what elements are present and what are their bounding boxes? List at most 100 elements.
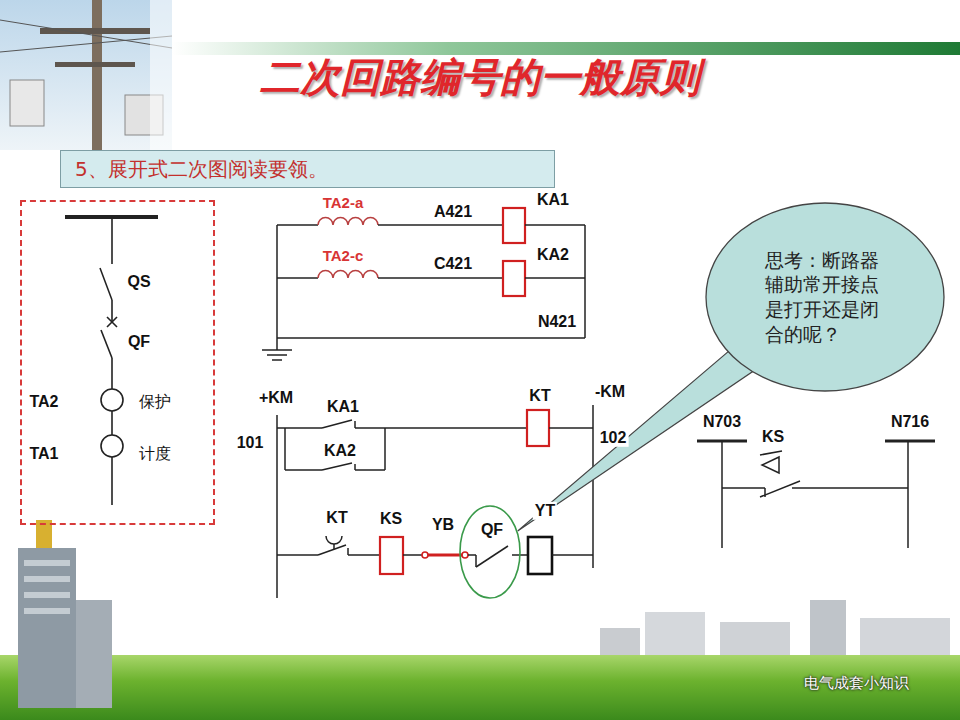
contact-label: KA2 [322,442,358,460]
footer-scenery-part [24,592,70,598]
header-photo-part [55,62,135,67]
control-circuit-part [355,427,527,429]
highlight-circle: QF [459,505,521,599]
primary-circuit-part [107,317,117,327]
device-label: TA2 [29,393,58,411]
control-circuit-part [322,420,352,428]
device-label: TA1 [29,445,58,463]
header-photo-part [92,0,102,150]
primary-circuit-part [111,300,113,322]
control-circuit-part [355,469,385,471]
header-photo-part [150,0,172,150]
footer-scenery-part [24,560,70,566]
callout-tail [518,342,760,531]
control-circuit-part [276,415,278,598]
control-circuit-part [285,469,322,471]
primary-circuit-part [100,268,112,300]
ct-label: TA2-a [321,194,366,211]
control-circuit-part [326,536,342,544]
contact-label: KA1 [325,398,361,416]
current-circuit-part [525,224,585,226]
watermark: 电气成套小知识 [802,675,911,692]
wire-number: 102 [598,429,629,447]
current-circuit-part [276,225,278,350]
footer-scenery-part [76,600,112,708]
control-circuit-part [528,537,552,574]
control-circuit-part [277,427,322,429]
current-circuit-part [262,349,292,351]
header-band [172,42,960,55]
current-circuit-part [318,218,378,225]
footer-scenery-part [18,548,76,708]
header-photo-part [0,0,172,150]
highlight-ellipse [459,505,521,599]
device-label: QF [128,333,150,351]
relay-label: KA2 [535,246,571,264]
header-photo-part [0,36,172,52]
control-circuit-part [527,410,549,446]
control-circuit-part [552,554,593,556]
signal-circuit-part [792,487,908,489]
equipment-frame: QSQFTA2保护TA1计度 [20,200,215,525]
bus-label: -KM [593,383,627,401]
signal-circuit-part [762,457,779,473]
contact-label: KT [324,509,349,527]
ct-label: TA2-c [321,247,366,264]
control-circuit-part [549,427,593,429]
slide-title: 二次回路编号的一般原则 [260,50,700,105]
control-circuit-part [347,548,349,555]
control-circuit-part [348,554,380,556]
bus-label: +KM [257,389,295,407]
control-circuit-part [354,464,356,470]
wire-number: A421 [432,203,474,221]
wire-number: 101 [235,434,266,452]
current-circuit-part [378,224,503,226]
control-circuit-part [333,544,335,549]
primary-circuit-part [101,330,112,358]
contact-label: KS [760,428,786,446]
header-band-part [172,42,960,55]
coil-label: YT [533,502,557,520]
primary-circuit-part [107,317,117,327]
current-circuit-part [378,277,503,279]
current-circuit-part [503,208,525,243]
control-circuit-part [462,552,468,558]
subtitle-text: 5、展开式二次图阅读要领。 [75,157,328,181]
current-circuit-part [277,277,318,279]
control-circuit [277,405,593,598]
device-note: 计度 [139,444,171,465]
control-circuit-part [476,546,508,567]
signal-circuit-part [760,451,782,455]
control-circuit-part [422,552,428,558]
current-circuit-part [584,225,586,338]
current-circuit-part [318,271,378,278]
wire-number: N421 [536,313,578,331]
primary-circuit-part [101,435,123,457]
wire-number: N703 [701,413,743,431]
current-circuit-part [277,337,585,339]
signal-circuit-part [721,441,723,548]
bubble-outline [705,202,945,392]
primary-circuit-part [101,389,123,411]
current-circuit-part [267,354,287,356]
current-circuit-part [525,277,585,279]
header-photo-part [10,80,44,126]
relay-label: KA1 [535,191,571,209]
signal-circuit-part [885,440,935,443]
signal-circuit [697,441,935,548]
signal-circuit-part [760,481,800,497]
highlight-ellipse [460,506,520,598]
relay-label: KS [378,510,404,528]
control-circuit-part [380,537,403,574]
footer-scenery-part [24,608,70,614]
subtitle-box: 5、展开式二次图阅读要领。 [60,150,555,188]
footer-scenery-part [24,576,70,582]
control-circuit-part [475,555,477,567]
wire-number: C421 [432,255,474,273]
control-circuit-part [322,463,352,470]
current-circuit-part [503,261,525,296]
callout-text: 思考：断路器辅助常开接点是打开还是闭合的呢？ [765,248,885,347]
thought-bubble: 思考：断路器辅助常开接点是打开还是闭合的呢？ [705,202,945,392]
footer-scenery [0,520,960,720]
primary-circuit-part [111,217,113,264]
